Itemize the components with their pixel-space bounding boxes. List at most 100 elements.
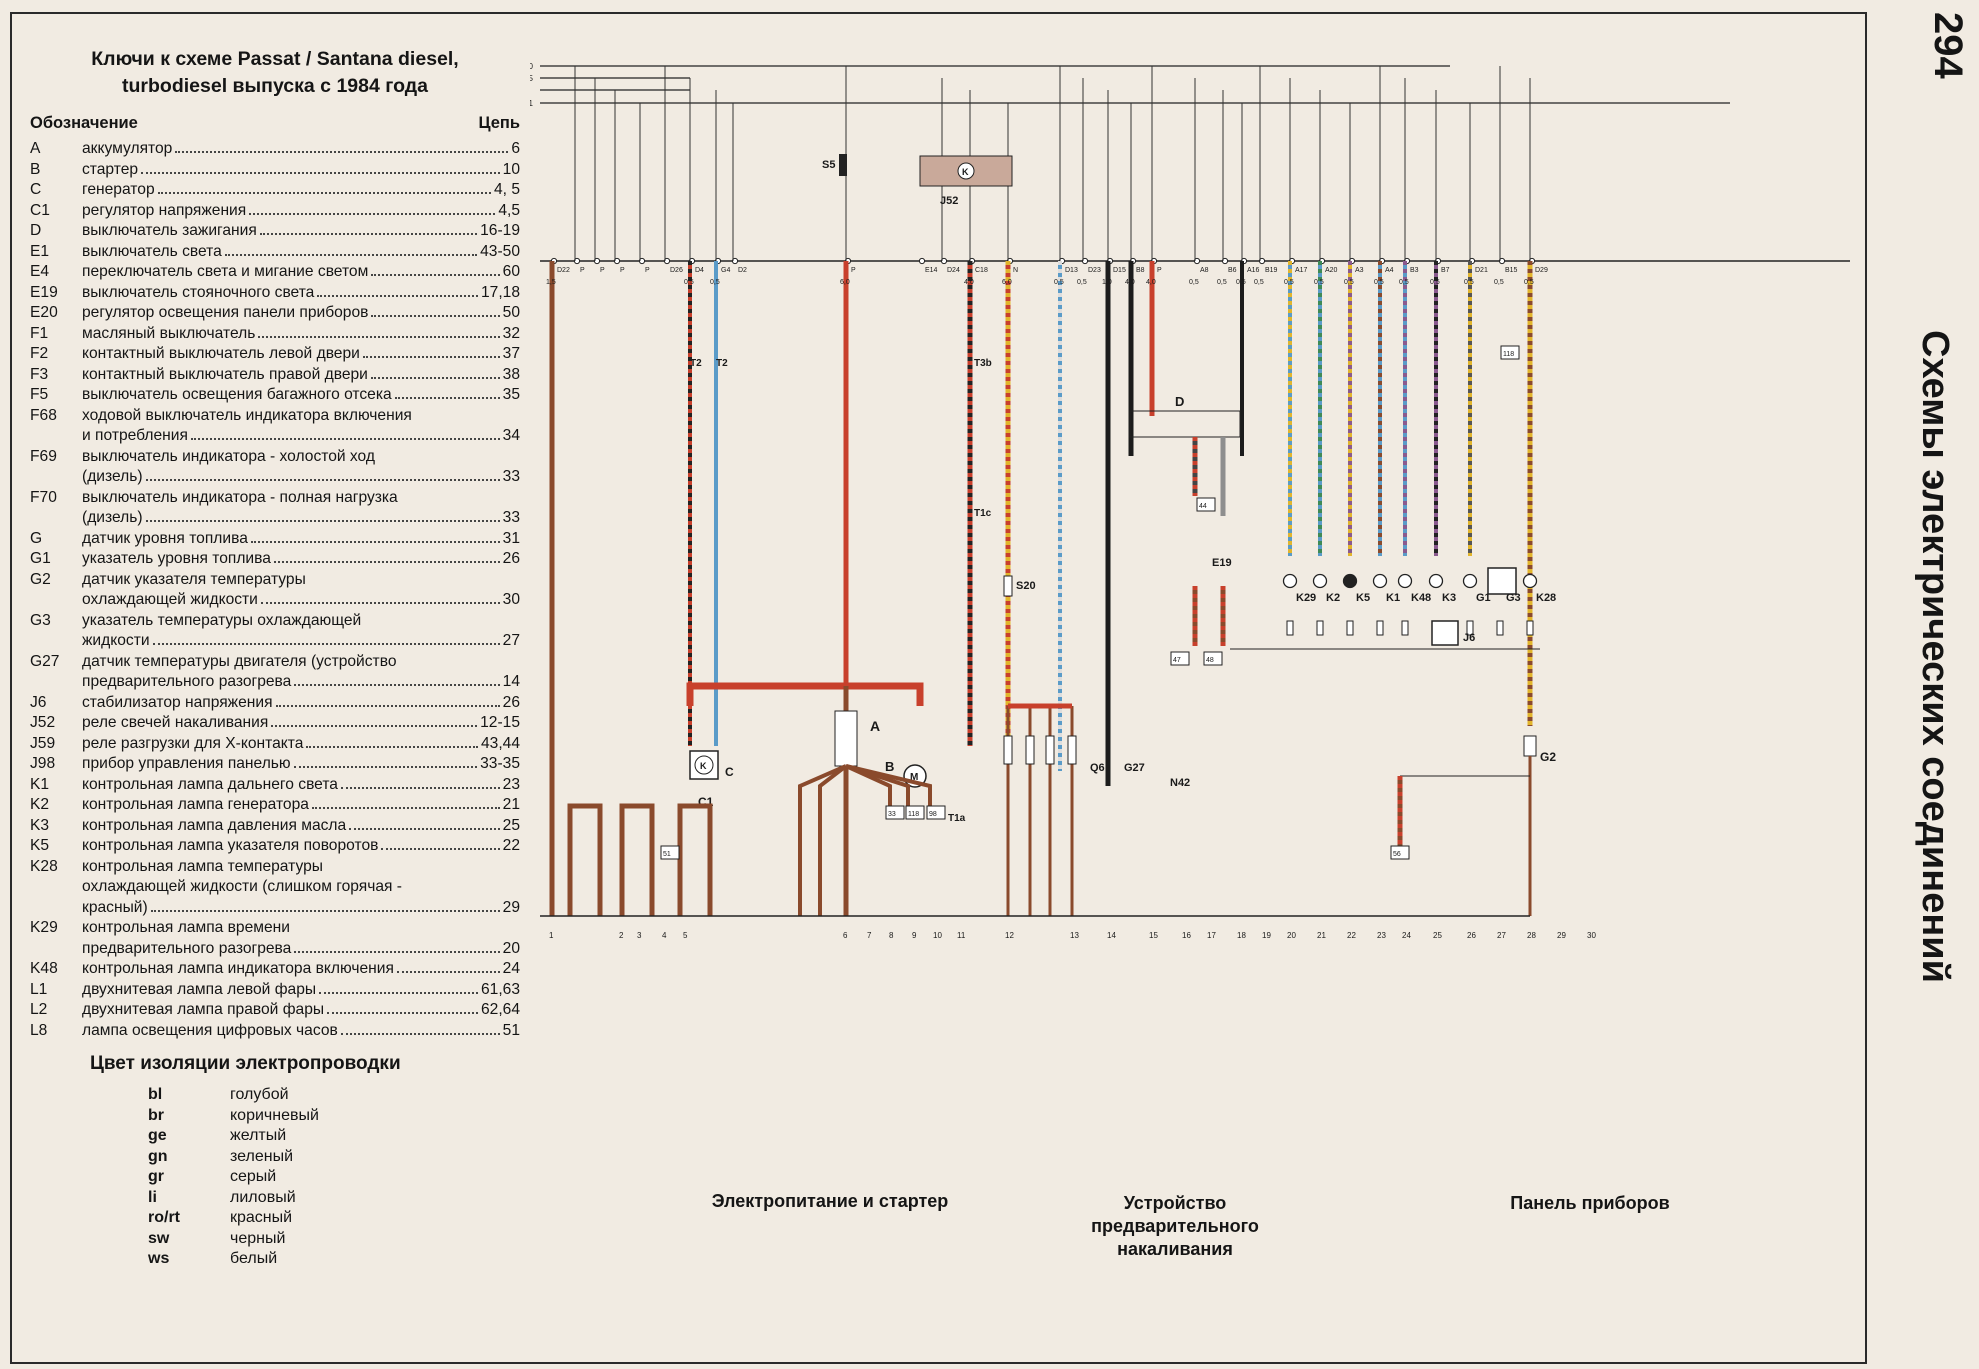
- component-circuit: 12-15: [480, 714, 520, 731]
- glow-plug-icon: [1045, 735, 1055, 765]
- component-circuit: 21: [502, 796, 520, 813]
- connector-point: [663, 257, 671, 265]
- component-code: J6: [30, 693, 47, 711]
- component-circuit: 26: [502, 550, 520, 567]
- component-description-text: регулятор напряжения: [82, 201, 247, 219]
- component-code: L2: [30, 1001, 48, 1018]
- circuit-number: 1: [549, 931, 554, 940]
- section-preheat-line-1: Устройство: [1123, 1193, 1227, 1213]
- reference-box: [660, 845, 680, 860]
- component-description-text: датчик указателя температуры: [82, 570, 306, 588]
- connector-point: [593, 257, 601, 265]
- component-code: E20: [30, 304, 58, 321]
- circuit-number: 12: [1005, 931, 1014, 940]
- dot-leader: [394, 397, 500, 399]
- circuit-number: 14: [1107, 931, 1116, 940]
- component-circuit: 34: [502, 427, 520, 444]
- component-description-text: жидкости: [82, 632, 150, 649]
- wire-gauge-label: 0,5: [1464, 279, 1474, 286]
- wire-color-code: br: [148, 1106, 164, 1124]
- component-circuit: 14: [502, 673, 520, 690]
- component-circuit: 24: [502, 960, 520, 977]
- component-code: L1: [30, 980, 48, 998]
- dot-leader: [260, 602, 500, 604]
- label-k5: K5: [1356, 592, 1370, 604]
- component-code: F70: [30, 488, 57, 506]
- wire-gauge-label: 4,0: [1146, 279, 1156, 286]
- wire-color-name: красный: [230, 1209, 293, 1226]
- circuit-number: 23: [1377, 931, 1386, 940]
- component-code: E1: [30, 242, 50, 260]
- dot-leader: [152, 643, 500, 645]
- connector-label: D13: [1065, 267, 1078, 274]
- reference-box: [1500, 345, 1520, 360]
- label-k48: K48: [1411, 592, 1431, 604]
- wire-color-row: bl голубой: [148, 1085, 520, 1106]
- circuit-number: 8: [889, 931, 894, 940]
- wire-colors-title: Цвет изоляции электропроводки: [90, 1053, 401, 1074]
- dot-leader: [319, 991, 478, 994]
- wire-gauge-label: 0,5: [1430, 279, 1440, 286]
- reference-label: 118: [1503, 351, 1514, 358]
- section-side-title: Схемы электрических соединений: [1914, 330, 1956, 984]
- wire-color-code: sw: [148, 1229, 170, 1247]
- ground-loop: [567, 803, 603, 916]
- wire-color-code: bl: [148, 1086, 163, 1103]
- resistor-icon: [1401, 620, 1409, 636]
- component-code: J59: [30, 734, 56, 752]
- component-circuit: 60: [502, 263, 520, 280]
- component-circuit: 29: [502, 898, 520, 916]
- connector-label: G4: [721, 267, 730, 274]
- circuit-number: 4: [662, 931, 667, 940]
- reference-box: [1203, 651, 1223, 666]
- dot-leader: [381, 848, 500, 850]
- wiring-diagram: 3015X31D22PPPPD26D4G4D2PE14D24C18ND13D23…: [530, 62, 1850, 940]
- wire-color-name: голубой: [230, 1086, 289, 1103]
- label-k29: K29: [1296, 592, 1316, 604]
- component-circuit: 30: [502, 591, 520, 608]
- component-circuit: 22: [502, 837, 520, 854]
- section-instrument-panel: Панель приборов: [1510, 1193, 1670, 1213]
- indicator-lamp-icon: [1372, 573, 1388, 589]
- component-description-text: прибор управления панелью: [82, 755, 291, 772]
- component-code: G3: [30, 611, 51, 629]
- component-description-text: и потребления: [82, 427, 188, 444]
- component-code: K1: [30, 775, 50, 793]
- wire-color-code: gn: [148, 1147, 168, 1165]
- label-j6: J6: [1463, 632, 1475, 644]
- connector-point: [1081, 257, 1089, 265]
- circuit-number: 22: [1347, 931, 1356, 940]
- dot-leader: [145, 520, 500, 522]
- fuse-s20-icon: [1003, 575, 1013, 597]
- component-description-text: контрольная лампа давления масла: [82, 816, 347, 834]
- component-circuit: 50: [502, 304, 520, 321]
- dot-leader: [370, 376, 500, 379]
- component-code: C: [30, 181, 42, 198]
- reference-label: 98: [929, 811, 937, 818]
- component-description-text: выключатель индикатора - холостой ход: [82, 447, 375, 465]
- component-code: K3: [30, 816, 50, 834]
- resistor-icon: [1346, 620, 1354, 636]
- reference-label: 56: [1393, 851, 1401, 858]
- component-description-text: контрольная лампа времени: [82, 919, 290, 936]
- component-code: G: [30, 529, 43, 547]
- component-circuit: 6: [511, 140, 520, 157]
- resistor-icon: [1526, 620, 1534, 636]
- reference-box: [905, 805, 925, 820]
